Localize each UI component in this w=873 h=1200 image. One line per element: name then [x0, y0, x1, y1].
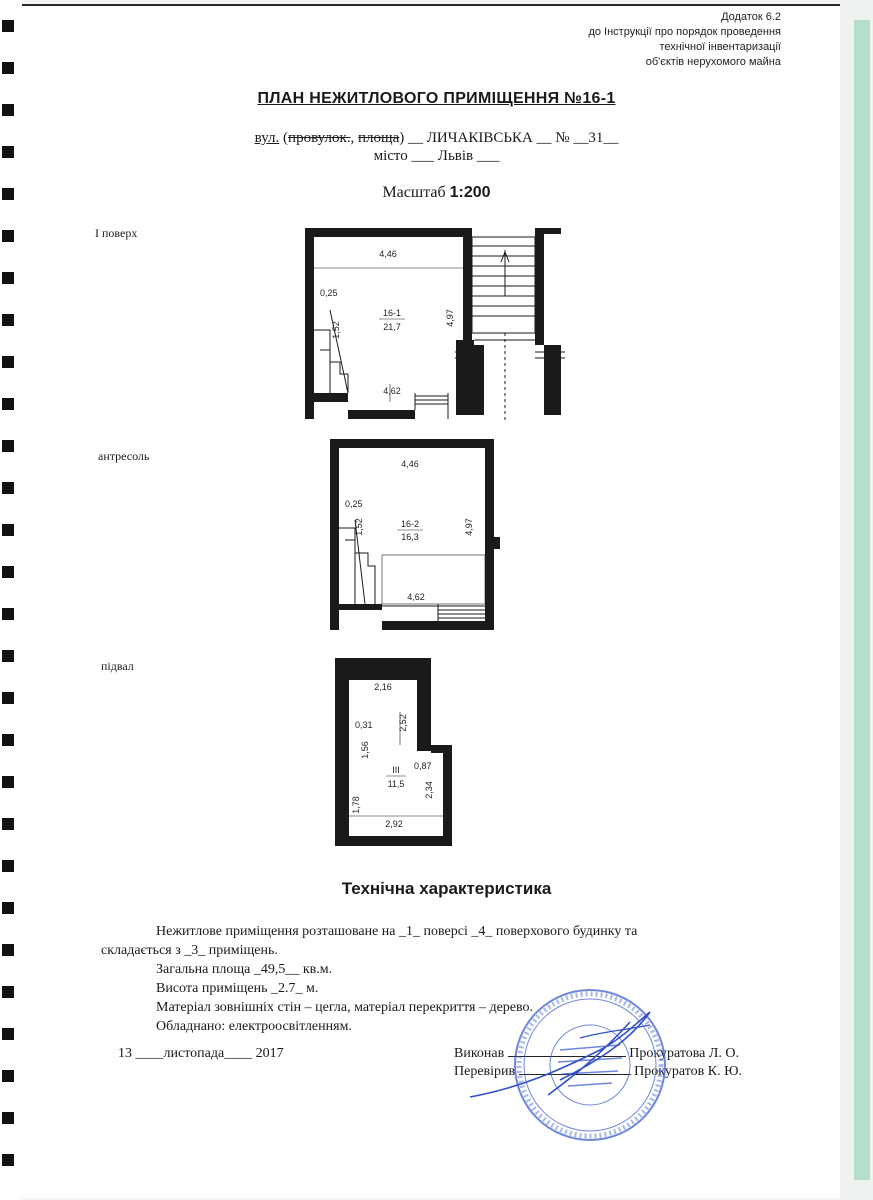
addendum-line-1: Додаток 6.2	[721, 11, 781, 23]
binding-hole	[2, 104, 14, 116]
tech-line-6: Обладнано: електроосвітленням.	[156, 1019, 352, 1034]
checked-label: Перевірив	[454, 1064, 516, 1079]
dim-mezz-left-top: 0,25	[345, 499, 363, 509]
dim-base-step: 0,87	[414, 761, 432, 771]
addendum-line-3: технічної інвентаризації	[659, 41, 781, 53]
tech-line-3: Загальна площа _49,5__ кв.м.	[156, 962, 333, 977]
performed-name: Прокуратова Л. О.	[629, 1046, 739, 1061]
room-number-mezzanine: 16-2	[401, 519, 419, 529]
dim-ground-right: 4,97	[445, 309, 455, 327]
binding-hole	[2, 650, 14, 662]
room-number-basement: ІІІ	[392, 765, 400, 775]
room-number-ground: 16-1	[383, 308, 401, 318]
binding-hole	[2, 902, 14, 914]
address-city: місто ___ Львів ___	[373, 148, 500, 164]
document-page	[22, 4, 840, 1198]
floor-label-ground: І поверх	[95, 226, 138, 240]
address-street: __ ЛИЧАКІВСЬКА __ № __31__	[408, 130, 619, 146]
tech-characteristics: Нежитлове приміщення розташоване на _1_ …	[101, 922, 751, 1036]
binding-hole	[2, 314, 14, 326]
binding-hole	[2, 482, 14, 494]
binding-hole	[2, 20, 14, 32]
tech-characteristics-title: Технічна характеристика	[341, 879, 552, 898]
address-block: вул. (провулок., площа) __ ЛИЧАКІВСЬКА _…	[0, 129, 873, 165]
floor-label-mezzanine: антресоль	[98, 449, 150, 463]
signature-performed: Виконав Прокуратова Л. О.	[454, 1046, 739, 1062]
signature-checked: Перевірив Прокуратов К. Ю.	[454, 1064, 742, 1080]
dim-mezz-bottom: 4,62	[407, 592, 425, 602]
room-area-ground: 21,7	[383, 322, 401, 332]
tech-line-4: Висота приміщень _2.7_ м.	[156, 981, 319, 996]
dim-ground-top: 4,46	[379, 249, 397, 259]
performed-label: Виконав	[454, 1046, 505, 1061]
addendum-header: Додаток 6.2 до Інструкції про порядок пр…	[588, 10, 781, 70]
tech-line-2: складається з _3_ приміщень.	[101, 943, 278, 958]
binding-hole	[2, 692, 14, 704]
binding-hole	[2, 818, 14, 830]
checked-name: Прокуратов К. Ю.	[634, 1064, 742, 1079]
dim-base-right: 2,34	[424, 781, 434, 799]
binding-hole	[2, 776, 14, 788]
binding-hole	[2, 986, 14, 998]
dim-base-bottom: 2,92	[385, 819, 403, 829]
address-struck-square: площа	[358, 130, 400, 146]
dim-ground-bottom: 4,62	[383, 386, 401, 396]
addendum-line-2: до Інструкції про порядок проведення	[588, 26, 781, 38]
ground-floor-plan	[305, 228, 561, 419]
scale-value: 1:200	[449, 184, 491, 201]
binding-strip	[0, 0, 22, 1200]
binding-hole	[2, 188, 14, 200]
binding-hole	[2, 1112, 14, 1124]
dim-mezz-right: 4,97	[464, 518, 474, 536]
binding-hole	[2, 1154, 14, 1166]
binding-hole	[2, 62, 14, 74]
binding-hole	[2, 230, 14, 242]
document-title: ПЛАН НЕЖИТЛОВОГО ПРИМІЩЕННЯ №16-1	[257, 90, 616, 107]
dim-ground-left: 1,52	[331, 321, 341, 339]
tech-line-5: Матеріал зовнішніх стін – цегла, матеріа…	[156, 1000, 534, 1015]
dim-base-left-c: 1,78	[351, 796, 361, 814]
binding-hole	[2, 524, 14, 536]
binding-hole	[2, 440, 14, 452]
binding-hole	[2, 1070, 14, 1082]
binding-hole	[2, 356, 14, 368]
dim-base-inner: 2,52	[398, 714, 408, 732]
scale-label: Масштаб	[382, 184, 446, 201]
binding-hole	[2, 272, 14, 284]
dim-base-left-a: 0,31	[355, 720, 373, 730]
binding-hole	[2, 608, 14, 620]
address-struck-lane: провулок.	[288, 130, 351, 146]
room-area-mezzanine: 16,3	[401, 532, 419, 542]
mezzanine-plan	[330, 439, 500, 630]
dim-mezz-top: 4,46	[401, 459, 419, 469]
addendum-line-4: об'єктів нерухомого майна	[645, 56, 781, 68]
page-edge	[840, 0, 873, 1200]
dim-ground-left-top: 0,25	[320, 288, 338, 298]
floor-plans: 4,46 0,25 1,52 4,97 4,62 16-1 21,7 4,46 …	[305, 228, 565, 846]
binding-hole	[2, 860, 14, 872]
floor-label-basement: підвал	[101, 659, 134, 673]
binding-hole	[2, 944, 14, 956]
address-prefix: вул.	[254, 130, 280, 146]
dim-base-top: 2,16	[374, 682, 392, 692]
dim-mezz-left: 1,52	[354, 518, 364, 536]
binding-hole	[2, 146, 14, 158]
tech-line-1: Нежитлове приміщення розташоване на _1_ …	[156, 924, 638, 939]
binding-hole	[2, 734, 14, 746]
binding-hole	[2, 1028, 14, 1040]
room-area-basement: 11,5	[388, 779, 405, 789]
binding-hole	[2, 566, 14, 578]
binding-hole	[2, 398, 14, 410]
basement-plan	[335, 658, 452, 846]
dim-base-left-b: 1,56	[360, 741, 370, 759]
scale-line: Масштаб 1:200	[0, 184, 873, 202]
document-date: 13 ____листопада____ 2017	[118, 1046, 284, 1061]
